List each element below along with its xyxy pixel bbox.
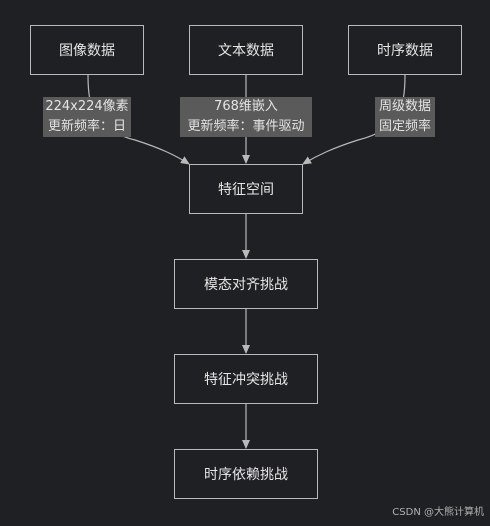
node-modal-align-challenge: 模态对齐挑战 [174, 259, 318, 309]
edge-label-timeseries-line1: 周级数据 [378, 99, 431, 114]
edge-label-image: 224x224像素 更新频率：日 [43, 97, 131, 137]
edge-label-image-line2: 更新频率：日 [47, 119, 126, 134]
edge-label-image-line1: 224x224像素 [45, 99, 129, 114]
node-image-data: 图像数据 [30, 25, 144, 75]
edge-label-text-line1: 768维嵌入 [214, 99, 278, 114]
node-feature-conflict-challenge: 特征冲突挑战 [174, 354, 318, 404]
edge-label-timeseries: 周级数据 固定频率 [375, 97, 435, 137]
node-feature-space: 特征空间 [189, 164, 303, 214]
edge-label-timeseries-line2: 固定频率 [378, 119, 431, 134]
node-timeseries-data: 时序数据 [348, 25, 462, 75]
node-temporal-dependency-challenge: 时序依赖挑战 [174, 449, 318, 499]
watermark: CSDN @大熊计算机 [392, 507, 484, 518]
edge-label-text-line2: 更新频率：事件驱动 [187, 119, 305, 134]
edge-label-text: 768维嵌入 更新频率：事件驱动 [180, 97, 312, 137]
node-text-data: 文本数据 [189, 25, 303, 75]
